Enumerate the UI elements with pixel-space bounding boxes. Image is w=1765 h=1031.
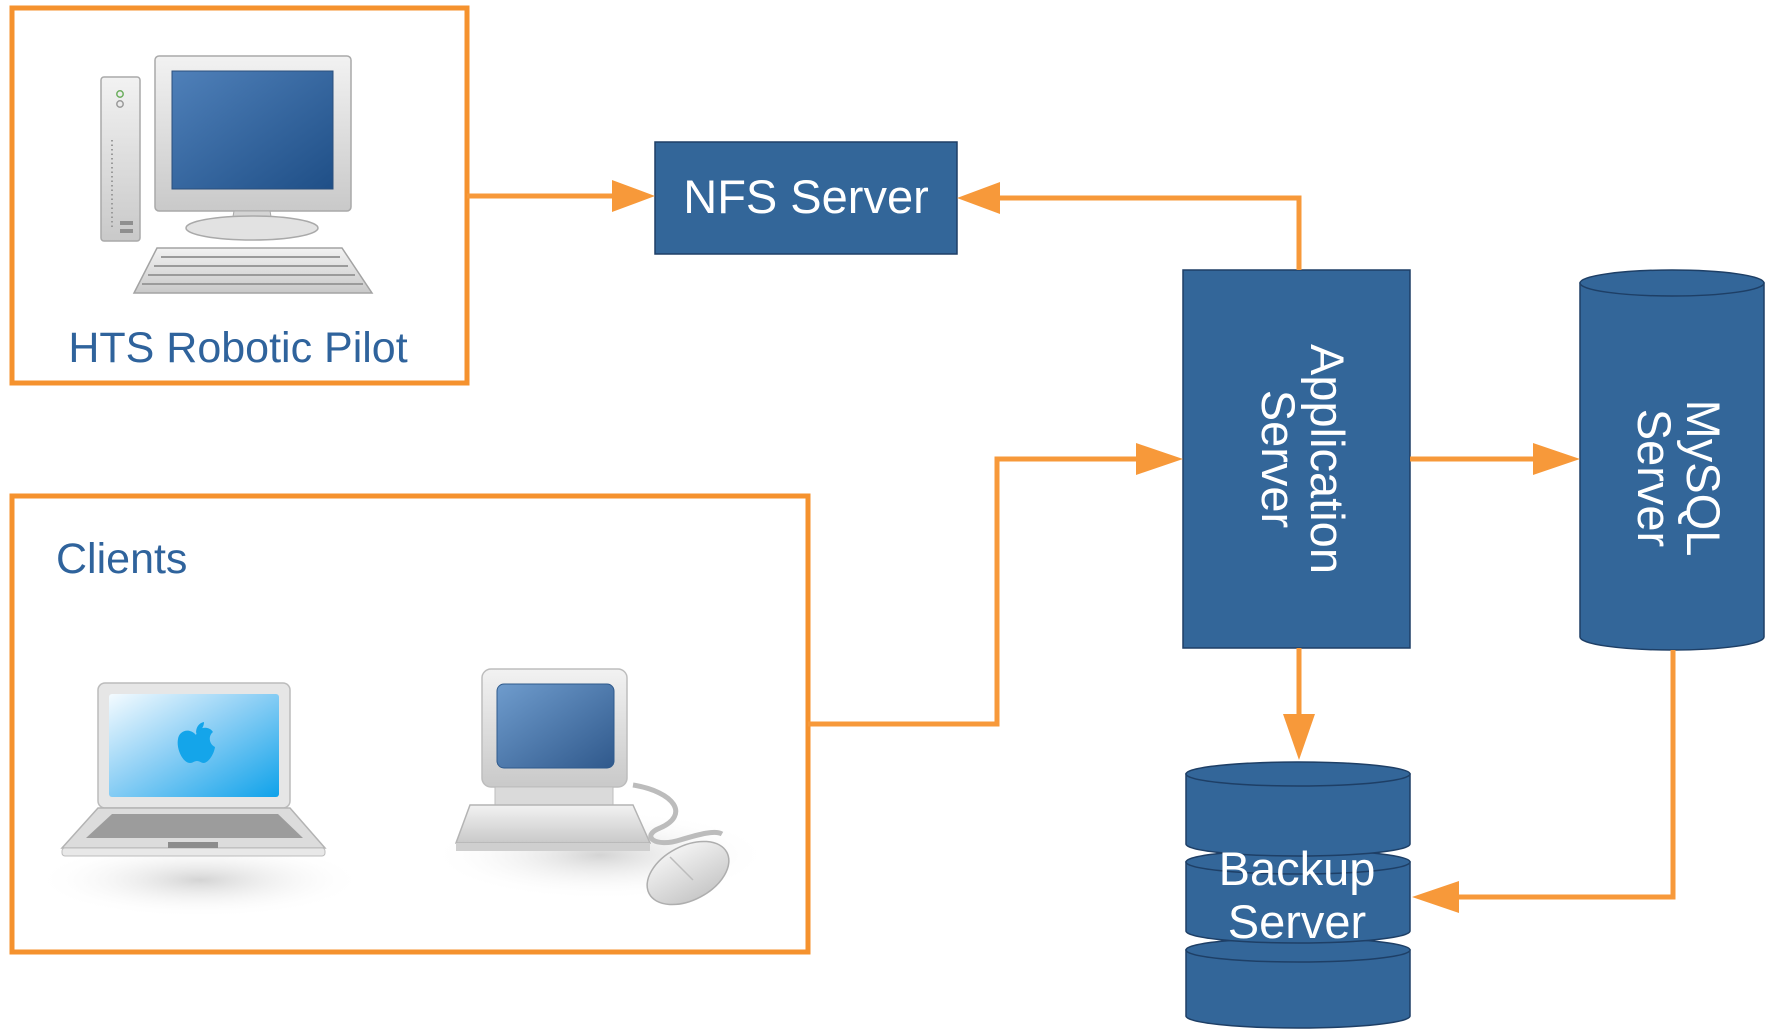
desktop-computer-icon <box>100 55 374 294</box>
node-label-backup: Backup <box>1219 842 1376 895</box>
arrowhead-app-to-nfs <box>957 182 1000 214</box>
arrowhead-app-to-backup <box>1283 714 1315 760</box>
desktop-computer-mouse-icon <box>430 668 770 906</box>
edge-clients-to-app <box>808 456 1140 727</box>
apple-logo-icon <box>177 722 215 763</box>
edge-app-to-nfs <box>996 195 1302 270</box>
group-clients: Clients <box>9 493 811 955</box>
node-label-mysql-server: Server <box>1628 409 1681 547</box>
node-label-application-server: Server <box>1252 390 1305 528</box>
node-backup-server: Backup Server <box>1185 761 1411 1029</box>
laptop-icon <box>35 682 365 918</box>
edge-mysql-to-backup <box>1455 650 1676 900</box>
node-label-mysql: MySQL <box>1677 400 1730 557</box>
node-label-nfs-server: NFS Server <box>683 170 929 223</box>
arrowhead-mysql-to-backup <box>1412 881 1459 913</box>
node-application-server: Application Server <box>1182 269 1411 649</box>
arrowhead-clients-to-app <box>1136 443 1183 475</box>
node-nfs-server: NFS Server <box>654 141 958 255</box>
group-label-clients: Clients <box>56 535 187 583</box>
arrowhead-pilot-to-nfs <box>612 180 655 212</box>
arrowhead-app-to-mysql <box>1533 443 1580 475</box>
group-hts-robotic-pilot: HTS Robotic Pilot <box>9 5 470 386</box>
node-label-application: Application <box>1301 344 1354 574</box>
group-label-hts-robotic-pilot: HTS Robotic Pilot <box>68 324 407 372</box>
node-mysql-server: MySQL Server <box>1579 269 1765 651</box>
edges <box>467 180 1676 913</box>
node-label-backup-server: Server <box>1228 895 1366 948</box>
